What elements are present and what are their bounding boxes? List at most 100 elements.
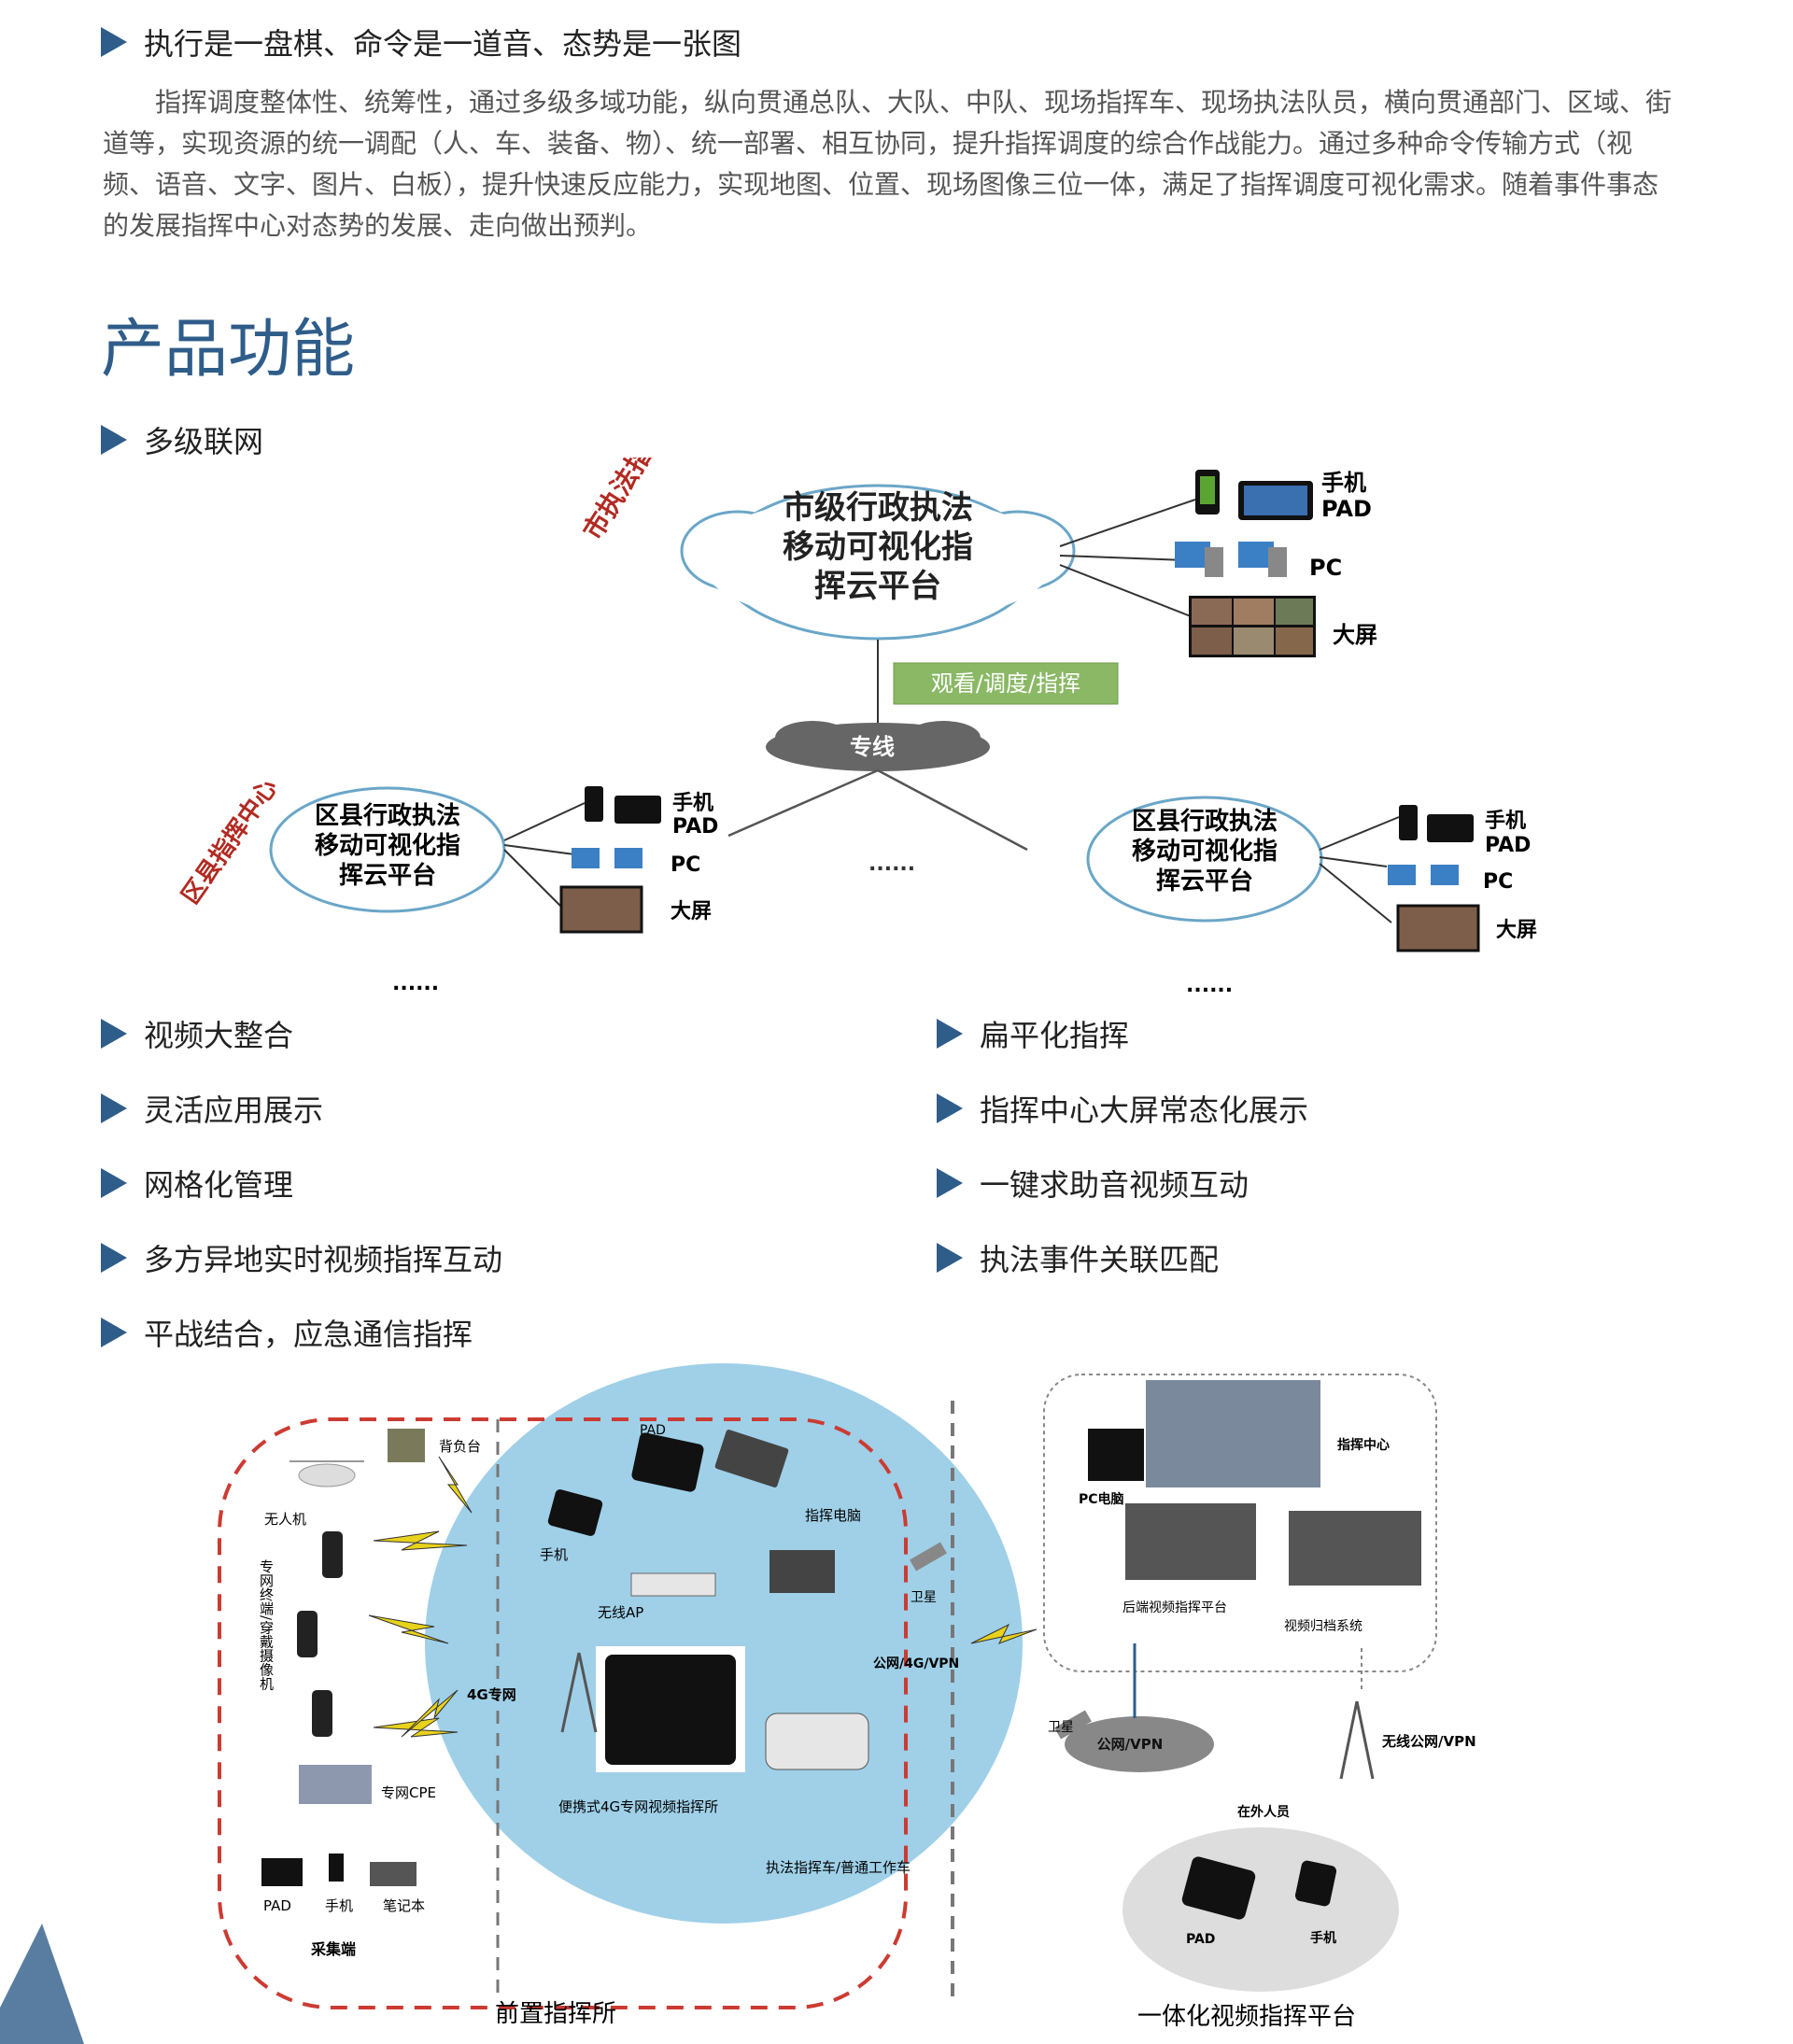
vehicle-label: 执法指挥车/普通工作车 [766,1859,911,1876]
district-right-phone-label: 手机 [1485,810,1526,833]
feature-left-3: 网格化管理 [101,1162,293,1205]
section-title: 产品功能 [101,313,356,387]
district-cloud-left-line2: 移动可视化指 [315,832,460,860]
feature-left-4: 多方异地实时视频指挥互动 [101,1236,502,1279]
field-phone-label: 手机 [1310,1930,1336,1946]
field-phone-icon [1294,1860,1337,1907]
pc-computer-label: PC电脑 [1079,1491,1124,1507]
triangle-bullet-icon [101,1019,127,1049]
center-pad-label: PAD [640,1423,666,1438]
wireless-ap-icon [630,1572,716,1597]
vehicle-icon [765,1713,869,1770]
feature-right-2: 指挥中心大屏常态化展示 [937,1087,1308,1130]
collect-label: 采集端 [310,1940,356,1958]
cpe-label: 专网CPE [381,1784,436,1801]
feature-left-5: 平战结合，应急通信指挥 [101,1311,473,1354]
field-staff-label: 在外人员 [1237,1804,1290,1820]
triangle-bullet-icon [937,1243,963,1273]
center-pc-icon [769,1550,835,1593]
district-cloud-left-line1: 区县行政执法 [315,801,460,830]
field-pad-label: PAD [1186,1932,1215,1947]
front-command-boundary [218,1417,908,2009]
public-vpn-cloud [1065,1716,1214,1772]
city-cloud-line3: 挥云平台 [814,568,941,605]
drone-icon [289,1460,364,1487]
feature-left-2: 灵活应用展示 [101,1087,323,1130]
drone-label: 无人机 [264,1511,306,1528]
triangle-bullet-icon [101,1168,127,1198]
district-right-pad-icon [1427,814,1474,842]
terminal-label: 专网终端/穿戴摄像机 [258,1559,275,1691]
district-right-pc-icon [1388,865,1459,885]
lightning-link-icon [970,1623,1038,1644]
bottom-phone-icon [329,1854,344,1882]
caption-left: 前置指挥所 [495,2000,616,2028]
tower-icon-center [560,1652,598,1733]
district-cloud-right-line3: 挥云平台 [1156,867,1253,895]
triangle-bullet-icon [101,1093,127,1123]
district-right-phone-icon [1399,805,1418,840]
satellite-label-1: 卫星 [911,1590,937,1605]
bottom-pad-icon [261,1858,303,1886]
city-pc-icon [1175,542,1287,577]
district-right-pc-label: PC [1483,870,1513,894]
center-phone-icon [547,1489,603,1536]
city-big-screen-icon [1189,596,1316,657]
city-pc-label: PC [1309,555,1342,581]
district-left-pad-label: PAD [672,815,718,839]
center-phone-label: 手机 [540,1546,568,1563]
city-cloud-line2: 移动可视化指 [783,529,973,566]
district-cloud-right-line2: 移动可视化指 [1132,838,1278,866]
backpack-icon [388,1429,425,1462]
radio-icon-2 [297,1611,318,1657]
feature-right-1: 扁平化指挥 [937,1012,1129,1055]
district-cloud-left-line3: 挥云平台 [339,861,436,890]
field-staff-ellipse [1122,1827,1399,1992]
lightning-icons [368,1456,473,1738]
bottom-phone-label: 手机 [325,1897,353,1914]
district-left-phone-label: 手机 [672,792,713,815]
multi-level-diagram: 市级行政执法 移动可视化指 挥云平台 市执法指挥中心 手机 PAD PC 大屏 … [176,458,1537,997]
center-pad-icon [631,1432,704,1492]
district-cloud-right-line1: 区县行政执法 [1132,807,1278,836]
backpack-label: 背负台 [439,1438,481,1455]
satellite-icon-1 [910,1542,947,1572]
district-right-big-screen-icon [1396,904,1480,952]
triangle-bullet-icon [937,1168,963,1198]
bottom-pad-label: PAD [263,1897,291,1914]
triangle-bullet-icon [937,1019,963,1049]
backend-server-icon [1125,1503,1256,1580]
city-big-screen-label: 大屏 [1333,622,1377,648]
district-left-pc-label: PC [671,853,700,877]
district-right-ellipsis: ...... [1186,974,1233,997]
radio-icon-3 [312,1690,332,1737]
city-pad-label: PAD [1321,496,1372,522]
bottom-architecture-diagram: 背负台 无人机 专网终端/穿戴摄像机 专网CPE PAD 手机 笔记本 采集端 … [0,1363,1476,2044]
portable-case-icon [605,1655,736,1765]
public-vpn2-label: 公网/VPN [1097,1736,1164,1753]
feature-left-1: 视频大整合 [101,1012,293,1055]
field-pad-icon [1181,1856,1256,1920]
center-ellipsis: ...... [868,853,915,876]
intro-paragraph: 指挥调度整体性、统筹性，通过多级多域功能，纵向贯通总队、大队、中队、现场指挥车、… [103,87,1673,241]
city-phone-label: 手机 [1321,470,1366,496]
triangle-bullet-icon [101,1243,127,1273]
district-side-label-left: 区县指挥中心 [176,774,283,909]
intro-heading-text: 执行是一盘棋、命令是一道音、态势是一张图 [144,26,742,62]
dedicated-line-label: 专线 [850,734,895,760]
backend-platform-label: 后端视频指挥平台 [1122,1600,1227,1615]
district-left-big-screen-label: 大屏 [671,900,712,923]
multi-level-heading-text: 多级联网 [144,424,264,459]
wireless-ap-label: 无线AP [598,1604,643,1621]
command-center-box [1043,1374,1437,1672]
district-left-pc-icon [572,848,642,868]
district-left-pad-icon [614,796,661,824]
public-vpn-label: 公网/4G/VPN [873,1656,959,1671]
district-cloud-right [1086,796,1323,923]
watch-label-box [893,662,1119,705]
archive-server-icon [1289,1511,1421,1586]
command-center-photo [1146,1380,1320,1487]
watch-label: 观看/调度/指挥 [931,670,1080,697]
cmd-pc-label: 指挥电脑 [805,1507,861,1524]
district-right-big-screen-label: 大屏 [1496,919,1537,942]
